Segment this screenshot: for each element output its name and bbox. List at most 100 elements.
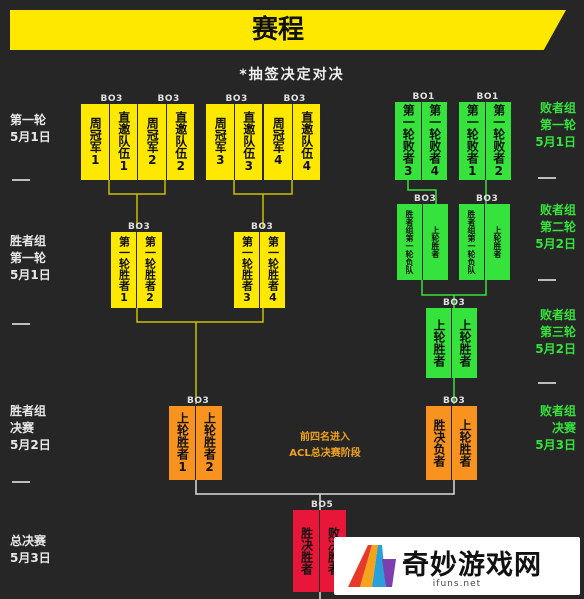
stage-date: 5月3日 — [535, 438, 576, 452]
losers-lines — [407, 180, 487, 404]
team-slot: 直邀队伍4 — [292, 104, 320, 180]
stage-name: 胜者组 决赛 — [10, 404, 47, 435]
team-slot: 直邀队伍3 — [234, 104, 262, 180]
team-slot: 上轮胜者 — [452, 406, 477, 480]
team-name: 周冠军3 — [213, 117, 228, 167]
right-stage-label: 败者组 第三轮 5月2日 — [535, 307, 576, 358]
page-title: 赛程 — [251, 15, 304, 45]
team-slot: 直邀队伍1 — [109, 104, 137, 180]
team-name: 第一轮胜者4 — [266, 236, 280, 304]
team-name: 上轮胜者 — [458, 419, 472, 467]
team-name: 直邀队伍2 — [173, 111, 188, 173]
team-slot: 第一轮败者2 — [485, 102, 511, 180]
stage-date: 5月1日 — [535, 135, 576, 149]
team-name: 上轮胜者2 — [202, 412, 217, 474]
stage-name: 总决赛 — [10, 534, 47, 548]
stage-date: 5月2日 — [535, 342, 576, 356]
stage-date: 5月2日 — [535, 237, 576, 251]
team-name: 周冠军2 — [145, 117, 160, 167]
team-name: 第一轮败者1 — [465, 104, 480, 178]
winners-lines — [108, 180, 293, 404]
left-stage-label: 第一轮 5月1日 — [10, 112, 51, 146]
match-format-label: BO3 — [100, 94, 123, 104]
team-name: 直邀队伍1 — [116, 111, 131, 173]
team-slot: 第一轮胜者4 — [260, 232, 285, 308]
separator-dash — [12, 179, 30, 181]
match-format-label: BO1 — [412, 92, 435, 102]
match-format-label: BO3 — [128, 222, 151, 232]
team-name: 周冠军4 — [271, 117, 286, 167]
team-slot: 胜者组第一轮负队 — [397, 204, 422, 280]
team-slot: 第一轮败者3 — [395, 102, 421, 180]
team-slot: 周冠军3 — [206, 104, 234, 180]
team-name: 第一轮败者3 — [401, 104, 416, 178]
site-logo-icon — [348, 545, 396, 587]
watermark-url: ifuns.net — [432, 579, 482, 589]
team-slot: 第一轮胜者3 — [234, 232, 259, 308]
subtitle: *抽签决定对决 — [239, 67, 345, 83]
team-name: 第一轮胜者3 — [240, 236, 254, 304]
title-banner: 赛程 — [10, 10, 566, 50]
team-name: 胜决胜者 — [299, 527, 314, 575]
team-name: 胜决负者 — [432, 419, 446, 467]
team-name: 上轮胜者 — [432, 319, 446, 367]
stage-name: 败者组 决赛 — [539, 404, 576, 435]
left-stage-label: 总决赛 5月3日 — [10, 533, 51, 567]
team-slot: 第一轮胜者2 — [137, 232, 162, 308]
right-stage-label: 败者组 第二轮 5月2日 — [535, 202, 576, 253]
team-slot: 上轮胜者 — [423, 204, 448, 280]
finals-lines — [195, 480, 455, 599]
match-format-label: BO5 — [311, 500, 334, 510]
team-slot: 上轮胜者1 — [169, 406, 195, 480]
match-format-label: BO3 — [157, 94, 180, 104]
stage-date: 5月1日 — [10, 130, 51, 144]
team-slot: 上轮胜者2 — [196, 406, 222, 480]
team-slot: 胜决胜者 — [293, 510, 319, 592]
team-slot: 上轮胜者 — [426, 308, 451, 378]
team-name: 直邀队伍4 — [299, 111, 314, 173]
right-stage-label: 败者组 决赛 5月3日 — [535, 403, 576, 454]
stage-date: 5月1日 — [10, 268, 51, 282]
team-name: 上轮胜者 — [458, 319, 472, 367]
team-slot: 胜决负者 — [426, 406, 451, 480]
team-slot: 胜者组第一轮负队 — [459, 204, 484, 280]
team-name: 第一轮胜者2 — [143, 236, 157, 304]
team-name: 第一轮败者4 — [427, 104, 442, 178]
separator-dash — [538, 279, 556, 281]
team-name: 上轮胜者 — [431, 226, 440, 258]
team-name: 直邀队伍3 — [241, 111, 256, 173]
center-note: 前四名进入 ACL总决赛阶段 — [289, 432, 361, 459]
team-slot: 周冠军4 — [264, 104, 292, 180]
team-name: 周冠军1 — [88, 117, 103, 167]
separator-dash — [12, 481, 30, 483]
match-format-label: BO3 — [414, 194, 437, 204]
stage-date: 5月2日 — [10, 438, 51, 452]
match-format-label: BO1 — [476, 92, 499, 102]
right-stage-label: 败者组 第一轮 5月1日 — [535, 100, 576, 151]
watermark-site-name: 奇妙游戏网 — [402, 550, 542, 581]
stage-name: 败者组 第一轮 — [539, 101, 576, 132]
team-name: 第一轮败者2 — [491, 104, 506, 178]
separator-dash — [538, 382, 556, 384]
separator-dash — [12, 323, 30, 325]
team-slot: 第一轮胜者1 — [111, 232, 136, 308]
match-format-label: BO3 — [476, 194, 499, 204]
match-format-label: BO3 — [251, 222, 274, 232]
left-stage-label: 胜者组 决赛 5月2日 — [10, 403, 51, 454]
match-format-label: BO3 — [225, 94, 248, 104]
team-name: 上轮胜者 — [493, 226, 502, 258]
team-slot: 第一轮败者4 — [421, 102, 447, 180]
team-slot: 上轮胜者 — [452, 308, 477, 378]
stage-name: 败者组 第二轮 — [539, 203, 576, 234]
team-slot: 周冠军2 — [138, 104, 166, 180]
match-format-label: BO3 — [443, 298, 466, 308]
team-name: 胜者组第一轮负队 — [467, 210, 476, 274]
stage-name: 胜者组 第一轮 — [10, 234, 47, 265]
watermark: 奇妙游戏网 ifuns.net — [334, 537, 580, 595]
team-slot: 周冠军1 — [81, 104, 109, 180]
team-slot: 直邀队伍2 — [166, 104, 194, 180]
match-format-label: BO3 — [187, 396, 210, 406]
stage-name: 败者组 第三轮 — [539, 308, 576, 339]
team-slot: 第一轮败者1 — [459, 102, 485, 180]
